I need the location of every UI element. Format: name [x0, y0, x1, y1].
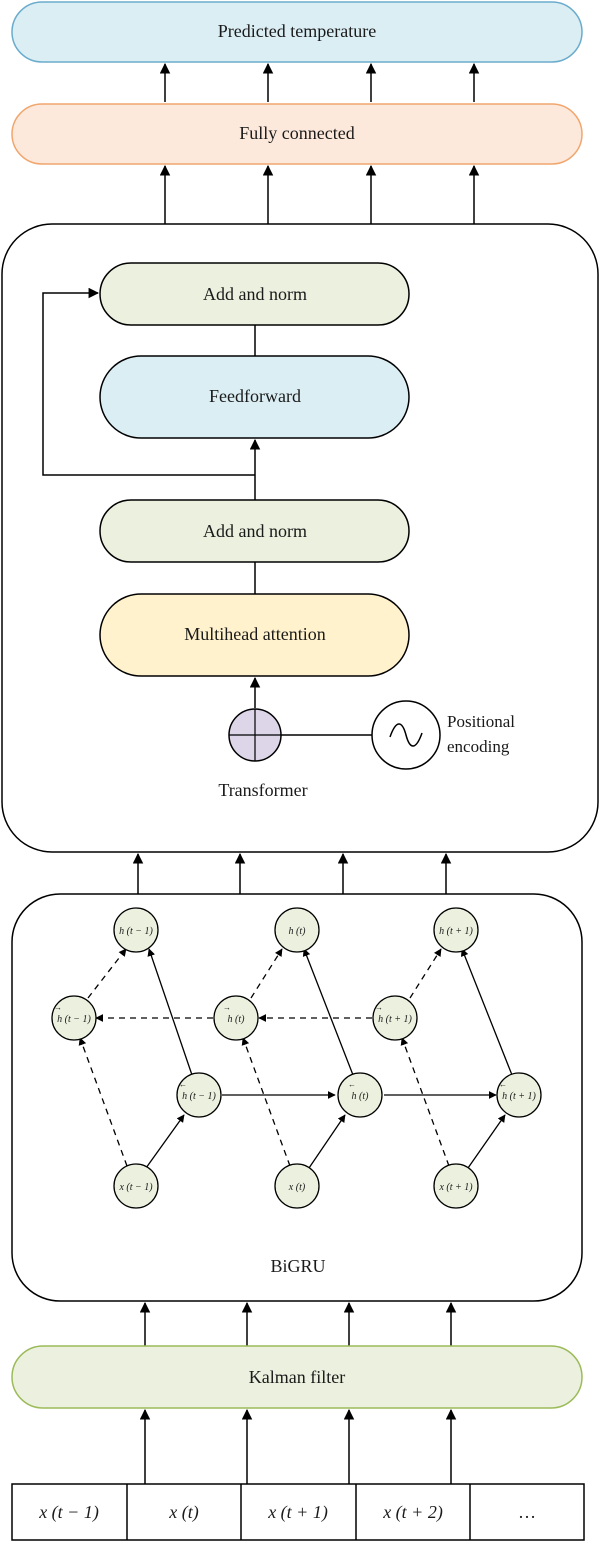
positional-encoding-node — [371, 700, 441, 770]
h-output-nodes: h (t − 1) h (t) h (t + 1) — [113, 907, 479, 953]
node-h-back-3: h (t + 1) → — [372, 995, 418, 1041]
transformer-label: Transformer — [218, 780, 307, 800]
h-forward-nodes: h (t − 1) ← h (t) ← h (t + 1) ← — [176, 1072, 542, 1118]
attention-block: Multihead attention — [99, 593, 410, 677]
kalman-filter-block: Kalman filter — [11, 1345, 583, 1409]
bigru-label: BiGRU — [270, 1256, 325, 1276]
node-h-back-3-label: h (t + 1) — [378, 1014, 412, 1025]
node-h-fwd-1-label: h (t − 1) — [182, 1091, 216, 1102]
transformer-container: Add and norm Feedforward Add and norm Mu… — [1, 223, 599, 853]
attention-label: Multihead attention — [184, 624, 325, 644]
node-h-back-2: h (t) → — [213, 995, 259, 1041]
forward-edges — [145, 948, 513, 1169]
node-x-2: x (t) — [274, 1163, 320, 1209]
output-label: Predicted temperature — [218, 21, 376, 41]
add-norm-top-label: Add and norm — [203, 284, 307, 304]
residual-connection — [42, 287, 255, 476]
add-norm-bottom-label: Add and norm — [203, 521, 307, 541]
fully-connected-label: Fully connected — [239, 123, 354, 143]
node-h-out-2-label: h (t) — [289, 926, 307, 937]
kalman-to-bigru-arrows — [139, 1301, 457, 1346]
backward-edges — [78, 948, 450, 1167]
feedforward-label: Feedforward — [209, 386, 301, 406]
arrow-right-accent-icon: → — [375, 1003, 383, 1012]
node-h-fwd-2-label: h (t) — [352, 1091, 370, 1102]
node-h-out-1: h (t − 1) — [113, 907, 159, 953]
input-sequence: x (t − 1) x (t) x (t + 1) x (t + 2) … — [11, 1483, 585, 1541]
add-norm-bottom-block: Add and norm — [99, 499, 410, 563]
node-h-out-1-label: h (t − 1) — [119, 926, 153, 937]
arrow-right-accent-icon: → — [54, 1003, 62, 1012]
fully-connected-block: Fully connected — [11, 103, 583, 165]
input-cell-4: x (t + 2) — [382, 1502, 443, 1523]
node-h-fwd-2: h (t) ← — [337, 1072, 383, 1118]
kalman-filter-label: Kalman filter — [249, 1367, 345, 1387]
node-h-fwd-3: h (t + 1) ← — [496, 1072, 542, 1118]
node-x-1-label: x (t − 1) — [118, 1182, 153, 1193]
arrow-left-accent-icon: ← — [348, 1080, 356, 1089]
node-x-2-label: x (t) — [288, 1182, 306, 1193]
input-cell-ellipsis: … — [518, 1502, 536, 1522]
input-cell-1: x (t − 1) — [38, 1502, 99, 1523]
node-h-out-3: h (t + 1) — [433, 907, 479, 953]
x-input-nodes: x (t − 1) x (t) x (t + 1) — [113, 1163, 479, 1209]
node-x-1: x (t − 1) — [113, 1163, 159, 1209]
node-h-out-2: h (t) — [274, 907, 320, 953]
arrow-left-accent-icon: ← — [179, 1080, 187, 1089]
node-h-out-3-label: h (t + 1) — [439, 926, 473, 937]
arrow-right-accent-icon: → — [223, 1003, 231, 1012]
node-h-back-1: h (t − 1) → — [51, 995, 97, 1041]
inputs-to-kalman-arrows — [139, 1408, 457, 1484]
positional-label-line1: Positional — [447, 712, 515, 731]
sine-wave-icon — [389, 723, 423, 747]
positional-label-line2: encoding — [447, 737, 510, 756]
fc-to-output-arrows — [159, 62, 480, 102]
arrow-left-accent-icon: ← — [499, 1080, 507, 1089]
node-h-back-1-label: h (t − 1) — [57, 1014, 91, 1025]
node-h-back-2-label: h (t) — [228, 1014, 246, 1025]
node-x-3-label: x (t + 1) — [438, 1182, 473, 1193]
add-norm-top-block: Add and norm — [99, 262, 410, 326]
output-block: Predicted temperature — [11, 1, 583, 63]
sum-node — [228, 708, 282, 762]
bigru-container: h (t − 1) h (t) h (t + 1) h (t − 1) → h … — [11, 893, 583, 1302]
feedforward-block: Feedforward — [99, 355, 410, 439]
node-h-fwd-1: h (t − 1) ← — [176, 1072, 222, 1118]
bigru-to-transformer-arrows — [132, 852, 452, 894]
node-x-3: x (t + 1) — [433, 1163, 479, 1209]
input-cell-2: x (t) — [168, 1502, 198, 1523]
h-backward-nodes: h (t − 1) → h (t) → h (t + 1) → — [51, 995, 418, 1041]
node-h-fwd-3-label: h (t + 1) — [502, 1091, 536, 1102]
transformer-to-fc-arrows — [159, 164, 480, 224]
input-cell-3: x (t + 1) — [267, 1502, 328, 1523]
